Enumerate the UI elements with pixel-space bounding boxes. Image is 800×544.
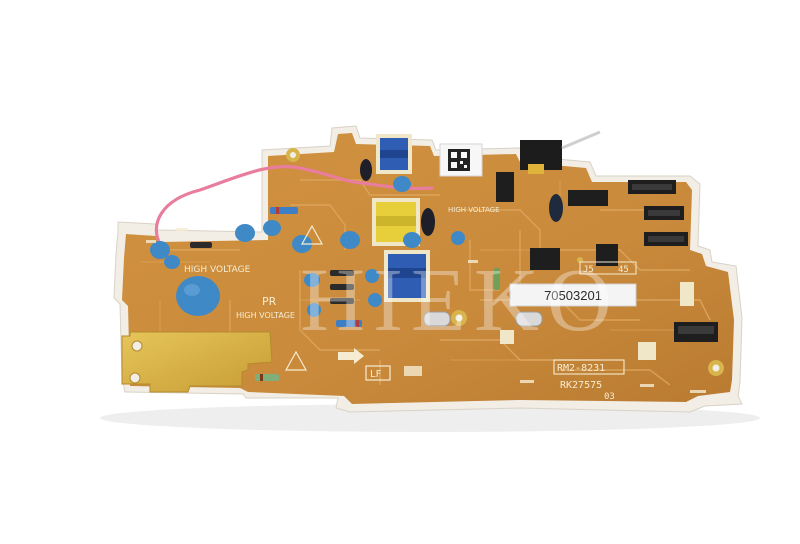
connector-label-box — [579, 261, 637, 275]
qr-sticker — [439, 143, 483, 177]
electrolytic-capacitors — [360, 159, 563, 236]
silk-connector-num: 45 — [618, 265, 629, 275]
serial-number: 70503201 — [544, 288, 602, 303]
silk-high-voltage-right: HIGH VOLTAGE — [448, 206, 500, 214]
mount-hole — [129, 372, 141, 384]
warning-icon — [300, 224, 324, 245]
lf-box — [365, 365, 391, 381]
capacitor-highlight — [184, 284, 200, 296]
board-shadow — [100, 404, 760, 432]
silk-part-number: RM2-8231 — [557, 363, 605, 374]
mount-hole — [131, 340, 143, 352]
silk-rev-num: 03 — [604, 392, 615, 402]
pink-wire — [154, 164, 434, 246]
silk-lf: LF — [370, 369, 382, 380]
arrow-icon — [338, 348, 364, 364]
micro-switch — [520, 130, 601, 174]
warning-icon — [284, 350, 308, 371]
watermark-text: HIEKO — [300, 251, 620, 350]
serial-sticker — [509, 283, 637, 307]
capacitors-small — [150, 176, 465, 317]
transformer-bottom — [384, 250, 430, 302]
connectors — [496, 172, 718, 360]
silk-pr: PR — [262, 295, 277, 308]
silk-marks — [146, 228, 706, 393]
silk-high-voltage-center: HIGH VOLTAGE — [236, 311, 295, 320]
crystal — [515, 311, 543, 327]
copper-pad-large — [121, 331, 273, 393]
silk-rev-code: RK27575 — [560, 380, 602, 391]
part-number-box — [553, 359, 625, 375]
diodes — [190, 207, 500, 381]
silk-high-voltage-left: HIGH VOLTAGE — [184, 265, 251, 275]
transformer-top — [376, 134, 412, 174]
crystal — [423, 311, 451, 327]
silk-connector-ref: J5 — [583, 265, 594, 275]
capacitor-disc-large — [176, 276, 220, 316]
